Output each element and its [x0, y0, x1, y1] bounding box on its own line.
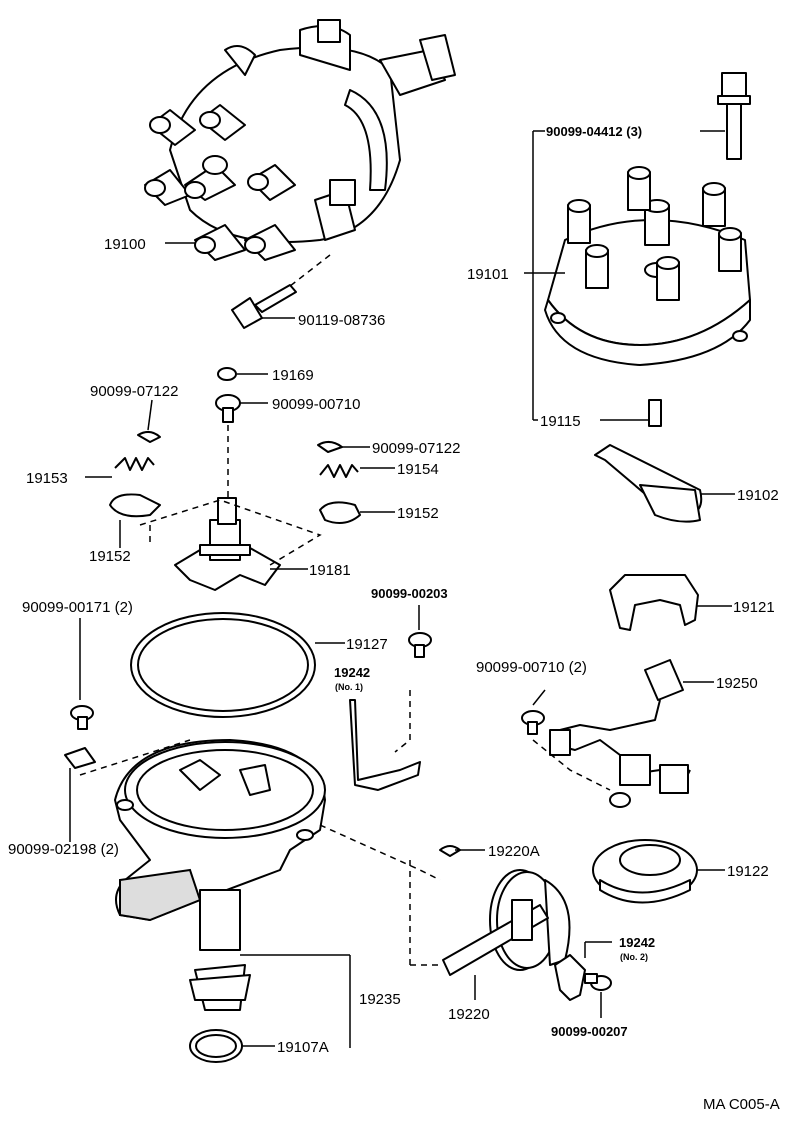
- label-90099-00710-2: 90099-00710 (2): [476, 659, 587, 676]
- label-90119-08736: 90119-08736: [298, 312, 385, 329]
- label-19102: 19102: [737, 487, 779, 504]
- bracket-19242-no1-drawing: [349, 699, 421, 791]
- label-19152-left: 19152: [89, 548, 131, 565]
- clip-90099-02198-drawing: [64, 747, 96, 769]
- label-90099-00203: 90099-00203: [371, 586, 448, 601]
- label-19127: 19127: [346, 636, 388, 653]
- label-19220: 19220: [448, 1006, 490, 1023]
- weight-19152-right-drawing: [319, 501, 361, 525]
- label-19100: 19100: [104, 236, 146, 253]
- label-19242-no2: 19242: [619, 935, 655, 950]
- label-90099-04412: 90099-04412 (3): [546, 124, 642, 139]
- washer-19169-drawing: [217, 367, 237, 381]
- label-19101: 19101: [467, 266, 509, 283]
- label-90099-00710: 90099-00710: [272, 396, 360, 413]
- label-19242-no2-sub: (No. 2): [620, 952, 648, 962]
- label-90099-02198: 90099-02198 (2): [8, 841, 119, 858]
- eclip-left-drawing: [137, 431, 161, 443]
- label-19121: 19121: [733, 599, 775, 616]
- distributor-cap-19101-drawing: [544, 166, 751, 366]
- screw-90099-00171-drawing: [70, 705, 94, 730]
- spring-19153-drawing: [114, 457, 155, 471]
- label-19235: 19235: [359, 991, 401, 1008]
- label-19242-no1-sub: (No. 1): [335, 682, 363, 692]
- breaker-plate-19122-drawing: [592, 839, 698, 904]
- screw-90099-00203-drawing: [408, 632, 432, 658]
- label-19115: 19115: [540, 413, 581, 430]
- carbon-19115-drawing: [648, 399, 662, 427]
- screw-90099-00710-2-drawing: [521, 710, 545, 735]
- governor-19181-drawing: [174, 497, 281, 591]
- label-19169: 19169: [272, 367, 314, 384]
- weight-19152-left-drawing: [109, 493, 161, 518]
- screw-90119-08736-drawing: [231, 284, 297, 329]
- label-19122: 19122: [727, 863, 769, 880]
- distributor-housing-drawing: [114, 739, 326, 1011]
- label-19181: 19181: [309, 562, 351, 579]
- bolt-90099-04412-drawing: [717, 72, 751, 160]
- label-90099-07122-left: 90099-07122: [90, 383, 178, 400]
- connector-19250-drawing: [549, 659, 691, 808]
- label-19220A: 19220A: [488, 843, 540, 860]
- label-19154: 19154: [397, 461, 439, 478]
- label-19242-no1: 19242: [334, 665, 370, 680]
- screw-90099-00207-drawing: [584, 973, 612, 991]
- label-90099-00207: 90099-00207: [551, 1024, 628, 1039]
- spring-19154-drawing: [319, 464, 359, 478]
- label-19152-right: 19152: [397, 505, 439, 522]
- screw-90099-00710-drawing: [215, 394, 241, 423]
- label-19250: 19250: [716, 675, 758, 692]
- label-90099-00171: 90099-00171 (2): [22, 599, 133, 616]
- label-19153: 19153: [26, 470, 68, 487]
- label-90099-07122-right: 90099-07122: [372, 440, 460, 457]
- rotor-19102-drawing: [594, 444, 703, 523]
- footer-code: MA C005-A: [703, 1096, 780, 1113]
- bracket-19242-no2-drawing: [554, 954, 586, 1001]
- distributor-assembly-drawing: [144, 19, 456, 261]
- vacuum-advance-19220-drawing: [442, 869, 571, 976]
- label-19107A: 19107A: [277, 1039, 329, 1056]
- cap-terminals: [144, 104, 296, 261]
- cover-19121-drawing: [609, 574, 699, 631]
